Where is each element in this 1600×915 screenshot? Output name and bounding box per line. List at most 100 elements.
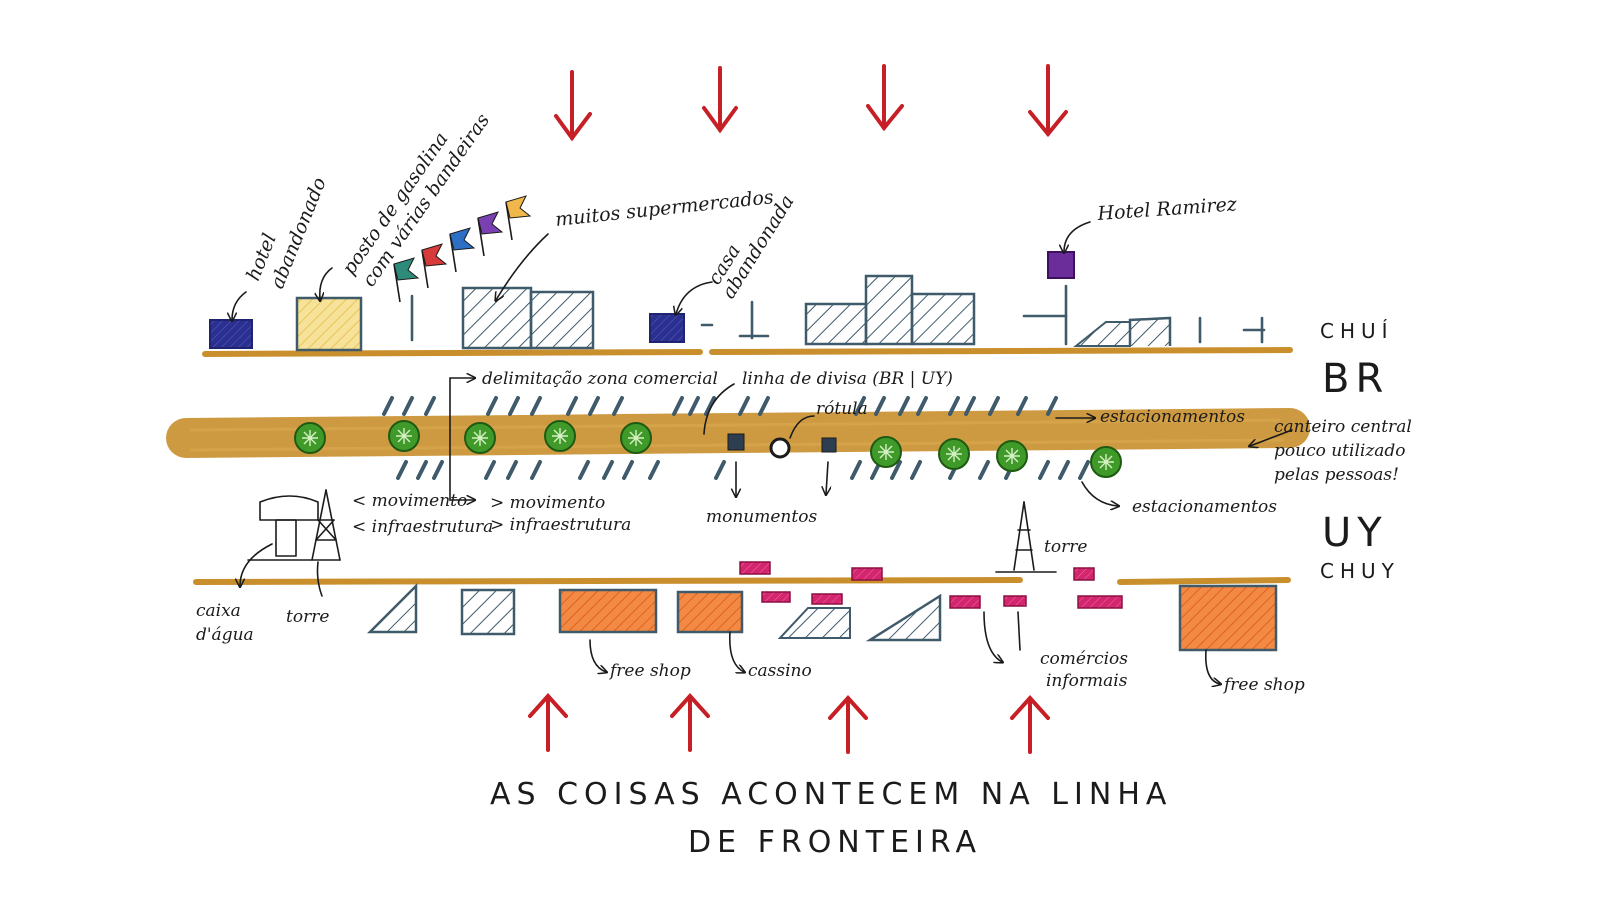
label-hotel-ramirez: Hotel Ramirez — [1096, 193, 1239, 225]
informal-stall — [1003, 595, 1027, 607]
label-country-br: BR — [1322, 356, 1389, 402]
free-shop-right-block — [1178, 584, 1278, 652]
red-arrows-bottom — [528, 693, 1050, 754]
label-delimitacao: delimitação zona comercial — [482, 369, 718, 389]
label-estacionamentos-top: estacionamentos — [1100, 407, 1245, 427]
red-arrow-up-icon — [528, 693, 568, 752]
parking-mark — [714, 460, 726, 480]
flags-group — [393, 195, 532, 303]
parking-mark — [964, 396, 976, 416]
tree-icon — [870, 436, 902, 468]
informal-stall — [1073, 567, 1095, 581]
street-edge-uy — [193, 577, 1291, 585]
label-torre-left: torre — [286, 607, 329, 627]
label-movimento-right-1: > movimento — [490, 493, 605, 513]
parking-mark — [874, 396, 886, 416]
parking-mark — [508, 396, 520, 416]
parking-mark — [530, 460, 542, 480]
tree-icon — [938, 438, 970, 470]
tree-icon — [294, 422, 326, 454]
label-canteiro-1: canteiro central — [1274, 417, 1412, 437]
parking-mark — [688, 396, 700, 416]
parking-mark — [910, 460, 922, 480]
block-e — [1128, 316, 1172, 346]
parking-mark — [402, 396, 414, 416]
parking-mark — [672, 396, 684, 416]
label-comercios-1: comércios — [1040, 649, 1128, 669]
parking-mark — [416, 460, 428, 480]
monument-1 — [727, 433, 745, 451]
block-c — [910, 292, 976, 346]
red-arrow-up-icon — [670, 693, 710, 752]
parking-mark — [898, 396, 910, 416]
parking-mark — [612, 396, 624, 416]
label-linha-divisa: linha de divisa (BR | UY) — [742, 369, 953, 389]
label-movimento-right-2: > infraestrutura — [490, 515, 631, 535]
label-free-shop-left: free shop — [608, 661, 691, 681]
informal-stall — [1077, 595, 1123, 609]
label-comercios-2: informais — [1046, 671, 1128, 691]
parking-mark — [602, 460, 614, 480]
parking-mark — [1046, 396, 1058, 416]
parking-mark — [1058, 460, 1070, 480]
parking-mark — [850, 460, 862, 480]
parking-mark — [396, 460, 408, 480]
hotel-abandonado-block — [209, 319, 253, 349]
informal-stall — [851, 567, 883, 581]
flag-icon — [449, 227, 476, 273]
parking-mark — [484, 460, 496, 480]
label-supermercados: muitos supermercados — [554, 186, 775, 231]
parking-mark — [432, 460, 444, 480]
parking-mark — [506, 460, 518, 480]
tree-icon — [464, 422, 496, 454]
parking-mark — [738, 396, 750, 416]
tree-icon — [544, 420, 576, 452]
flag-icon — [421, 243, 448, 289]
label-estacionamentos-bottom: estacionamentos — [1132, 497, 1277, 517]
supermercado-block-2 — [529, 290, 595, 350]
informal-stall — [761, 591, 791, 603]
posto-block — [295, 296, 363, 352]
red-arrow-down-icon — [866, 64, 904, 132]
label-canteiro-2: pouco utilizado — [1274, 441, 1406, 461]
parking-mark — [1078, 460, 1090, 480]
parking-mark — [588, 396, 600, 416]
central-median — [166, 408, 1310, 458]
label-cassino: cassino — [748, 661, 812, 681]
label-rotula: rótula — [816, 399, 868, 419]
street-edge-br — [202, 347, 1293, 357]
parking-mark — [578, 460, 590, 480]
red-arrow-down-icon — [702, 66, 738, 134]
uy-buildings — [366, 582, 1278, 652]
parking-mark — [424, 396, 436, 416]
block-a — [804, 302, 868, 346]
parking-mark — [758, 396, 770, 416]
flag-icon — [505, 195, 532, 241]
label-city-chui: CHUÍ — [1320, 319, 1394, 343]
delimitacao-bracket — [449, 378, 474, 500]
label-caixa-dagua-1: caixa — [196, 601, 241, 621]
casa-abandonada-block — [649, 313, 685, 343]
parking-mark — [854, 396, 866, 416]
parking-mark — [382, 396, 394, 416]
red-arrow-up-icon — [828, 695, 868, 754]
caption-line-1: AS COISAS ACONTECEM NA LINHA — [490, 777, 1172, 812]
label-movimento-left-2: < infraestrutura — [352, 517, 493, 537]
tree-icon — [996, 440, 1028, 472]
block-b — [864, 274, 914, 346]
flag-icon — [393, 257, 420, 303]
trees-group — [294, 420, 1122, 478]
parking-mark — [1016, 396, 1028, 416]
parking-mark — [916, 396, 928, 416]
label-caixa-dagua-2: d'água — [196, 625, 254, 645]
cassino-block — [676, 590, 744, 634]
red-arrow-down-icon — [1028, 64, 1068, 138]
parking-mark — [948, 396, 960, 416]
parking-mark — [988, 396, 1000, 416]
hotel-ramirez-block — [1047, 251, 1075, 279]
rotula-circle — [769, 437, 791, 459]
parking-mark — [566, 396, 578, 416]
red-arrow-up-icon — [1010, 695, 1050, 754]
leader-lines — [232, 221, 1293, 684]
